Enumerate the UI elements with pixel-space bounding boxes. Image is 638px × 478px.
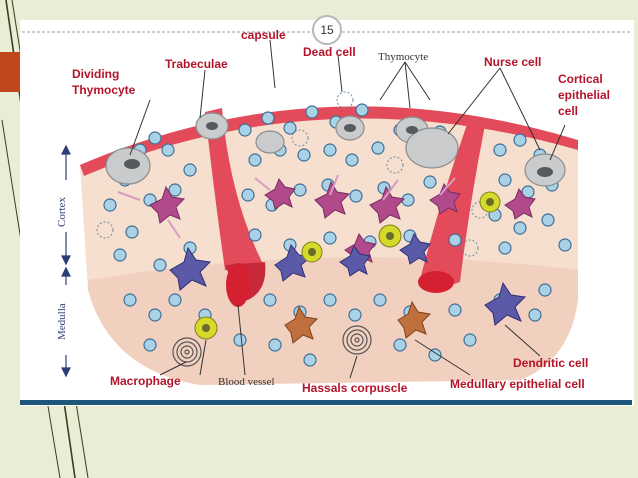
label-cortical: Cortical (558, 72, 603, 86)
nucleus-group (124, 122, 553, 177)
medulla-zone (88, 257, 578, 385)
dendritic-cell-group (169, 232, 527, 326)
blood-vessel (226, 263, 250, 307)
label-dividing: Dividing (72, 67, 120, 81)
bottom-frame-bar (20, 400, 632, 405)
label-dendritic-cell: Dendritic cell (513, 356, 589, 370)
label-capsule: capsule (241, 28, 286, 42)
hassals-corpuscle-group (172, 325, 372, 367)
medullary-epithelial-cell-group (284, 300, 432, 344)
dead-cell-group (96, 91, 489, 257)
label-thymocyte: Thymocyte (378, 51, 429, 63)
label-trabeculae: Trabeculae (165, 57, 228, 71)
label-dead-cell: Dead cell (303, 45, 356, 59)
thymocyte-group (123, 283, 552, 367)
macrophage-group (194, 191, 501, 340)
label-cortex: Cortex (56, 197, 68, 227)
leader-lines (129, 39, 566, 379)
label-medullary-epithelial-cell: Medullary epithelial cell (450, 377, 585, 391)
trabecula (205, 108, 265, 273)
label-nurse-cell: Nurse cell (484, 55, 542, 69)
blood-vessel (418, 271, 454, 293)
label-medulla: Medulla (56, 303, 68, 340)
capsule-band (80, 106, 578, 176)
region-arrows (61, 144, 71, 378)
label-cortical-cell: cell (558, 104, 579, 118)
accent-bar (0, 52, 20, 92)
label-hassals-corpuscle: Hassals corpuscle (302, 381, 408, 395)
cortical-epithelial-cell-group (149, 177, 536, 265)
label-blood-vessel: Blood vessel (218, 376, 275, 388)
label-macrophage: Macrophage (110, 374, 181, 388)
page-number-badge: 15 (312, 15, 342, 45)
label-cortical-epithelial: epithelial (558, 88, 611, 102)
cortical-epithelial-extension-group (117, 174, 456, 239)
label-dividing-thymocyte: Thymocyte (72, 83, 136, 97)
